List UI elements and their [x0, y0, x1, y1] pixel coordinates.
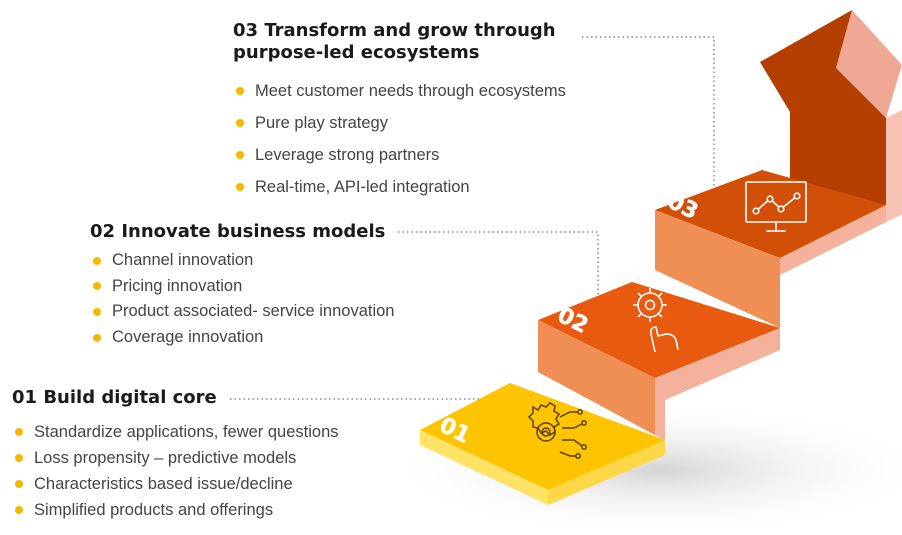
step-03-title-line2: purpose-led ecosystems	[233, 42, 480, 63]
list-item: Pricing innovation	[90, 274, 394, 300]
list-item: Leverage strong partners	[233, 139, 566, 171]
list-item: Loss propensity – predictive models	[12, 445, 339, 471]
list-item: Channel innovation	[90, 248, 394, 274]
step-01-front	[420, 430, 548, 505]
list-item: Simplified products and offerings	[12, 497, 339, 523]
step-02-top	[538, 282, 780, 378]
step-03-list: Meet customer needs through ecosystems P…	[233, 75, 566, 203]
step-02-title: 02 Innovate business models	[90, 221, 386, 242]
brain-gear-icon	[527, 402, 587, 459]
step-02	[538, 282, 780, 440]
step-03-side	[780, 205, 886, 275]
step-01-side	[548, 440, 665, 505]
list-item: Product associated- service innovation	[90, 299, 394, 325]
arrow	[760, 10, 902, 222]
connector-02	[398, 231, 599, 306]
step-03-right	[886, 198, 902, 222]
step-01-list: Standardize applications, fewer question…	[12, 419, 339, 523]
step-02-list: Channel innovation Pricing innovation Pr…	[90, 248, 394, 350]
step-01-top	[420, 383, 665, 490]
monitor-chart-icon	[745, 181, 807, 232]
step-03-title-line1: 03 Transform and grow through	[233, 20, 556, 41]
list-item: Standardize applications, fewer question…	[12, 419, 339, 445]
list-item: Coverage innovation	[90, 325, 394, 351]
step-02-side	[655, 328, 780, 440]
arrow-head-side	[836, 10, 902, 118]
step-03-title: 03 Transform and grow through purpose-le…	[233, 20, 566, 64]
step-03-front	[655, 210, 780, 328]
step-02-front	[538, 320, 655, 435]
list-item: Meet customer needs through ecosystems	[233, 75, 566, 107]
gear-hand-icon	[633, 288, 679, 353]
list-item: Pure play strategy	[233, 107, 566, 139]
step-03	[655, 170, 902, 328]
list-item: Real-time, API-led integration	[233, 171, 566, 203]
arrow-side	[886, 110, 902, 222]
list-item: Characteristics based issue/decline	[12, 471, 339, 497]
arrow-head-front	[760, 10, 886, 222]
connector-03	[582, 36, 715, 194]
step-03-block: 03 Transform and grow through purpose-le…	[233, 20, 566, 203]
connector-lines	[230, 36, 715, 425]
step-03-top	[655, 170, 886, 258]
step-01-title: 01 Build digital core	[12, 387, 217, 408]
step-01	[420, 383, 665, 505]
step-01-block: 01 Build digital core Standardize applic…	[12, 387, 339, 523]
step-02-block: 02 Innovate business models Channel inno…	[90, 221, 394, 350]
